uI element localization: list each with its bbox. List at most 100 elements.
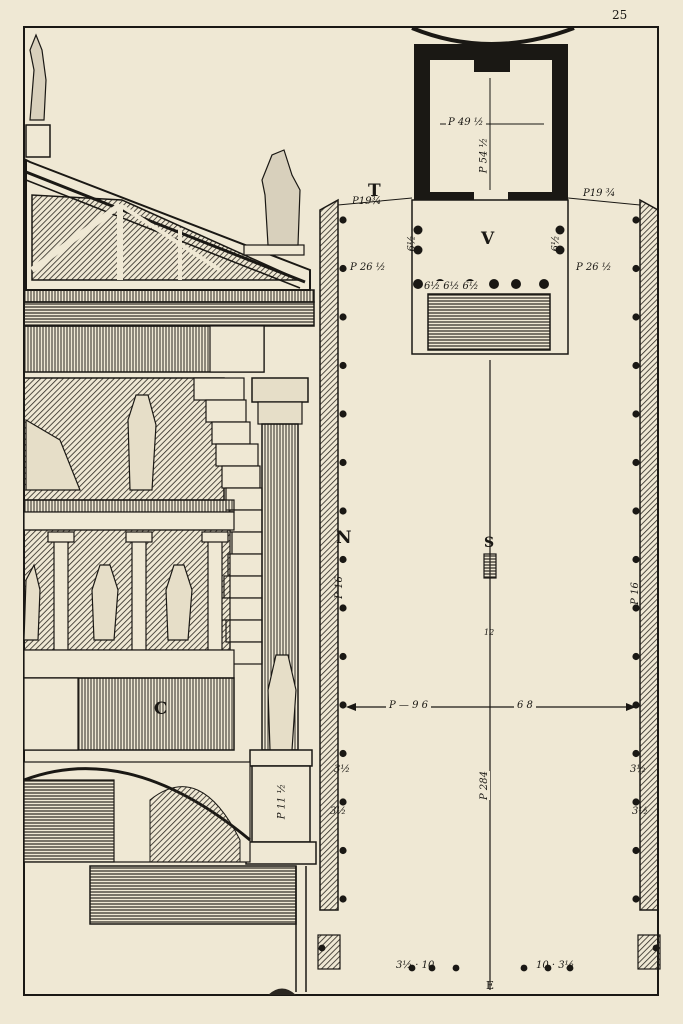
steps bbox=[427, 293, 551, 351]
measure-small-left: 3½ bbox=[334, 764, 351, 775]
column-dot bbox=[339, 264, 347, 273]
column-dot bbox=[555, 245, 565, 255]
column-dot bbox=[557, 137, 563, 143]
portico bbox=[411, 199, 569, 355]
column-dot bbox=[557, 97, 563, 103]
column-dot bbox=[339, 701, 347, 709]
elevation-section bbox=[23, 33, 317, 995]
column-dot bbox=[632, 507, 640, 515]
masonry-wall bbox=[193, 377, 263, 665]
letter-c: C bbox=[154, 699, 168, 719]
column-dot bbox=[339, 846, 347, 855]
column-dot bbox=[489, 279, 499, 289]
measure-court-width-right: 6 8 bbox=[514, 700, 536, 711]
column-dot bbox=[632, 555, 640, 564]
statue-figure bbox=[91, 564, 119, 641]
column-dot bbox=[419, 157, 425, 163]
measure-side-left: P 16 bbox=[333, 576, 345, 599]
court-wall-left bbox=[319, 198, 339, 911]
cella-walls bbox=[414, 44, 568, 200]
page-number: 25 bbox=[612, 8, 628, 22]
column-dot bbox=[632, 604, 640, 612]
foundation bbox=[89, 865, 297, 925]
column-dot bbox=[557, 117, 563, 123]
measure-cella-depth: P 54 ½ bbox=[478, 137, 490, 174]
statue-figure bbox=[261, 149, 301, 246]
column-dot bbox=[339, 216, 347, 224]
measure-small-right: 3½ bbox=[630, 764, 647, 775]
column-dot bbox=[632, 749, 640, 758]
column-dot bbox=[419, 137, 425, 143]
letter-t: T bbox=[368, 181, 381, 201]
column-dot bbox=[557, 77, 563, 83]
gallery-columns bbox=[47, 531, 229, 651]
column-dot bbox=[632, 458, 640, 467]
column-dot bbox=[632, 313, 640, 321]
column-dot bbox=[632, 264, 640, 273]
measure-base-right: 10 · 3½ bbox=[536, 960, 575, 971]
column-dot bbox=[452, 964, 460, 972]
column-dot bbox=[473, 49, 479, 55]
column-dot bbox=[413, 225, 423, 235]
court-wall-right bbox=[639, 198, 659, 911]
measure-col-b: 6½ bbox=[550, 235, 562, 252]
column-dot bbox=[339, 604, 347, 612]
column-dot bbox=[318, 944, 326, 952]
column-dot bbox=[419, 177, 425, 183]
column-dot bbox=[527, 49, 533, 55]
measure-left-p26: P 26 ½ bbox=[350, 262, 386, 273]
column-dot bbox=[566, 964, 574, 972]
measure-court-length: P 284 bbox=[479, 771, 490, 800]
column-dot bbox=[557, 177, 563, 183]
measure-small-right2: 3½ bbox=[632, 806, 649, 817]
column-dot bbox=[632, 652, 640, 661]
measure-col-mid: 6½ 6½ 6½ bbox=[424, 281, 479, 292]
column-dot bbox=[339, 313, 347, 321]
altar bbox=[483, 553, 497, 579]
statue-figure bbox=[127, 394, 157, 491]
column-dot bbox=[419, 97, 425, 103]
column-dot bbox=[419, 117, 425, 123]
column-dot bbox=[339, 361, 347, 370]
letter-s: S bbox=[484, 535, 495, 551]
column-dot bbox=[511, 279, 521, 289]
corinthian-capital bbox=[251, 377, 309, 403]
column-dot bbox=[632, 798, 640, 806]
column-dot bbox=[428, 964, 436, 972]
column-dot bbox=[437, 49, 443, 55]
statue-figure bbox=[29, 33, 47, 121]
column-dot bbox=[339, 507, 347, 515]
measure-right-p26: P 26 ½ bbox=[576, 262, 612, 273]
column-dot bbox=[339, 555, 347, 564]
temple-plan bbox=[317, 26, 661, 990]
letter-n: N bbox=[336, 528, 352, 548]
pedestal bbox=[251, 765, 311, 843]
column-dot bbox=[632, 701, 640, 709]
column-dot bbox=[413, 245, 423, 255]
column-dot bbox=[632, 216, 640, 224]
column-dot bbox=[652, 944, 660, 952]
column-dot bbox=[491, 49, 497, 55]
column-dot bbox=[555, 225, 565, 235]
column-dot bbox=[339, 410, 347, 418]
column-dot bbox=[339, 652, 347, 661]
measure-cella-width: P 49 ½ bbox=[446, 117, 486, 128]
column-dot bbox=[339, 895, 347, 903]
statue-figure bbox=[267, 654, 297, 751]
measure-right-top: P19 ¾ bbox=[583, 188, 616, 199]
measure-pedestal: P 11 ½ bbox=[276, 783, 288, 820]
column-dot bbox=[520, 964, 528, 972]
column-dot bbox=[632, 895, 640, 903]
column-dot bbox=[544, 964, 552, 972]
column-dot bbox=[339, 798, 347, 806]
column-dot bbox=[539, 279, 549, 289]
reclining-statue bbox=[25, 418, 81, 491]
column-dot bbox=[408, 964, 416, 972]
column-dot bbox=[632, 410, 640, 418]
column-dot bbox=[632, 846, 640, 855]
column-dot bbox=[339, 749, 347, 758]
measure-side-right: P 16 bbox=[629, 582, 641, 605]
column-dot bbox=[557, 157, 563, 163]
